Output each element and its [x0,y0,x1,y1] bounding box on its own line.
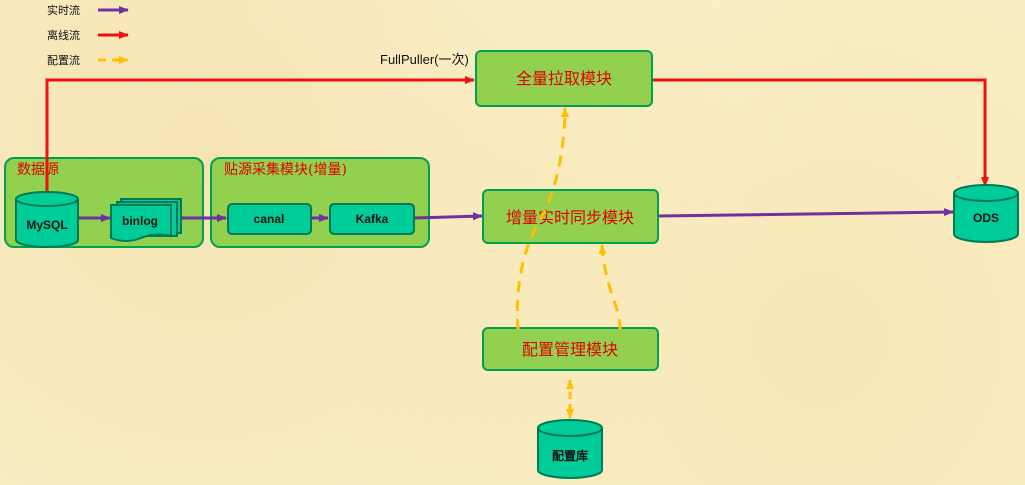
full-pull-module-label: 全量拉取模块 [516,69,612,88]
config-database: 配置库 [537,419,603,479]
config-mgmt-module [482,327,659,371]
offline-arrow-mysql-to-fullpull [45,76,475,193]
binlog-document-stack: binlog [110,198,182,242]
config-mgmt-module-label: 配置管理模块 [522,340,618,359]
offline-arrow-fullpull-to-ods [652,78,989,187]
kafka-label: Kafka [356,212,389,226]
realtime-arrow-sync-to-ods [657,208,954,218]
binlog-label: binlog [122,214,158,228]
canal-node [227,203,312,235]
legend-label-realtime: 实时流 [47,3,80,17]
mysql-database: MySQL [15,191,79,248]
datasource-group-title: 数据源 [17,162,59,178]
config-arrow-to-sync [598,244,622,331]
realtime-arrow-kafka-to-sync [413,212,483,221]
legend: 实时流 离线流 配置流 [47,3,129,67]
legend-label-offline: 离线流 [47,28,80,42]
config-arrow-to-fullpull [515,107,569,331]
fullpuller-annotation: FullPuller(一次) [380,52,469,67]
collector-group-title: 贴源采集模块(增量) [224,161,347,178]
incremental-sync-module [482,189,659,244]
ods-label: ODS [973,211,999,225]
ods-database: ODS [953,184,1019,243]
legend-label-config: 配置流 [47,53,80,67]
canal-label: canal [254,212,285,226]
full-pull-module [475,50,653,107]
kafka-node [329,203,415,235]
incremental-sync-module-label: 增量实时同步模块 [506,208,634,227]
config-db-label: 配置库 [552,448,588,463]
mysql-label: MySQL [26,218,67,232]
